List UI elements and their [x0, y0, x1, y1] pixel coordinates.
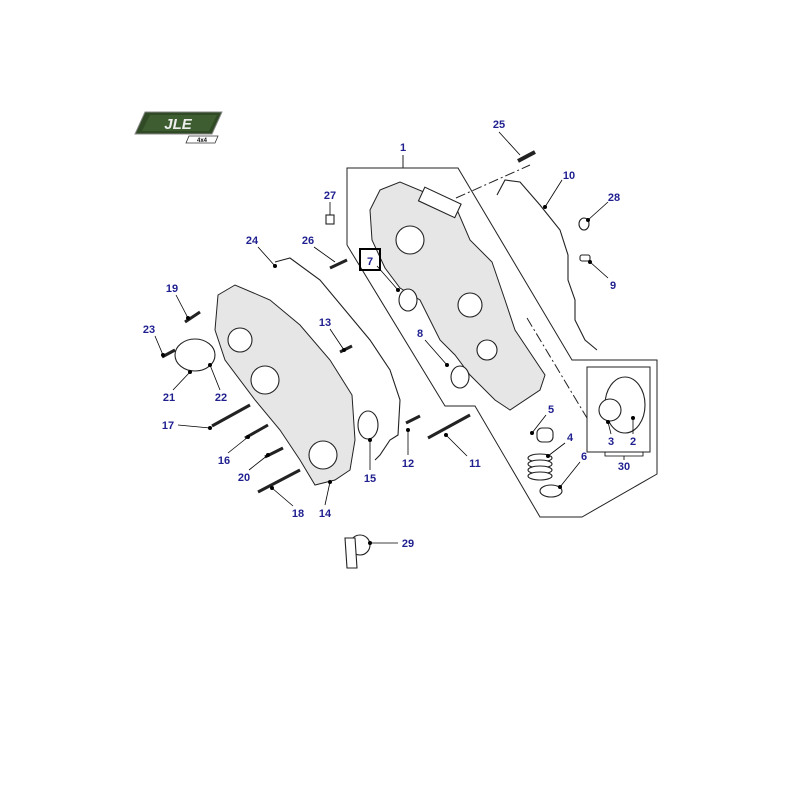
- gasket-24: [274, 257, 401, 461]
- callout-19: 19: [166, 283, 178, 295]
- logo-text: JLE: [164, 116, 193, 133]
- callout-7: 7: [367, 256, 373, 268]
- callout-3: 3: [608, 436, 614, 448]
- plug-6: [539, 484, 563, 498]
- callout-4: 4: [567, 432, 574, 444]
- callout-2: 2: [630, 436, 636, 448]
- stud-25: [517, 150, 536, 163]
- callout-16: 16: [218, 455, 230, 467]
- callout-21: 21: [163, 392, 175, 404]
- callout-24: 24: [246, 235, 259, 247]
- oil-seal-15: [357, 410, 379, 440]
- callout-9: 9: [610, 280, 616, 292]
- callout-6: 6: [581, 451, 587, 463]
- dowel-9: [579, 254, 591, 262]
- oil-seal-8: [450, 365, 470, 389]
- jle-logo: JLE 4x4: [134, 111, 223, 144]
- callout-12: 12: [402, 458, 414, 470]
- callout-13: 13: [319, 317, 331, 329]
- callout-25: 25: [493, 119, 505, 131]
- callout-labels: 1 25 10 28 27 26 24 7 9 19 13 23 8 21 22…: [143, 119, 636, 550]
- callout-10: 10: [563, 170, 575, 182]
- leader-lines: [154, 131, 644, 545]
- timing-case-housing: [369, 181, 546, 411]
- gasket-10: [496, 179, 598, 351]
- callout-17: 17: [162, 420, 174, 432]
- bracket-29: [344, 534, 371, 569]
- spring-4: [527, 453, 553, 481]
- assembly-frame-1: [346, 155, 658, 518]
- callout-27: 27: [324, 190, 336, 202]
- callout-18: 18: [292, 508, 304, 520]
- callout-5: 5: [548, 404, 554, 416]
- callout-11: 11: [469, 458, 481, 470]
- callout-26: 26: [302, 235, 314, 247]
- callout-15: 15: [364, 473, 376, 485]
- dowel-27: [325, 214, 335, 225]
- plunger-5: [536, 427, 554, 443]
- bolts: [161, 258, 471, 494]
- oil-pump-30: [586, 366, 651, 453]
- callout-22: 22: [215, 392, 227, 404]
- callout-29: 29: [402, 538, 414, 550]
- callout-7-highlight-box: [359, 248, 381, 271]
- oil-seal-7: [398, 288, 418, 312]
- callout-1: 1: [400, 142, 406, 154]
- callout-8: 8: [417, 328, 423, 340]
- cover-plate-21: [174, 338, 216, 372]
- callout-20: 20: [238, 472, 250, 484]
- callout-23: 23: [143, 324, 155, 336]
- callout-28: 28: [608, 192, 620, 204]
- callout-30: 30: [618, 461, 630, 473]
- callout-14: 14: [319, 508, 332, 520]
- logo-subtext: 4x4: [197, 138, 208, 144]
